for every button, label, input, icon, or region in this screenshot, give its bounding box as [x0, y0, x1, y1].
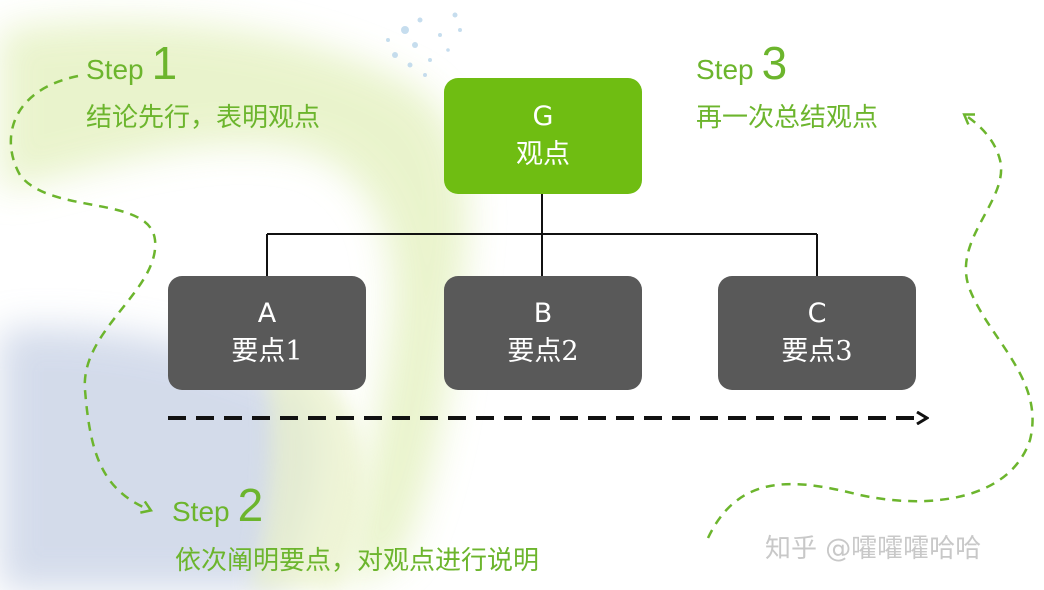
node-g-viewpoint: G 观点 [444, 78, 642, 194]
tree-connector [266, 194, 818, 276]
node-b-point: B 要点2 [444, 276, 642, 390]
node-g-label: 观点 [516, 139, 570, 170]
step-3-description: 再一次总结观点 [696, 103, 879, 133]
node-g-letter: G [532, 101, 554, 132]
step-3-word: Step [696, 54, 754, 85]
node-a-letter: A [257, 298, 277, 329]
node-c-point: C 要点3 [718, 276, 916, 390]
node-c-letter: C [807, 298, 827, 329]
watermark: 知乎 @嚯嚯嚯哈哈 [765, 534, 982, 564]
flow-curve-right [706, 115, 1034, 539]
node-b-label: 要点2 [507, 336, 579, 367]
step-2-number: 2 [237, 479, 264, 531]
step-1-number: 1 [151, 37, 178, 89]
step-2-description: 依次阐明要点，对观点进行说明 [175, 546, 540, 576]
step-1-description: 结论先行，表明观点 [86, 103, 321, 133]
node-b-letter: B [533, 298, 553, 329]
node-a-label: 要点1 [231, 336, 303, 367]
flow-curve-left [9, 74, 157, 510]
node-c-label: 要点3 [781, 336, 853, 367]
step-2-word: Step [172, 496, 230, 527]
step-3-number: 3 [761, 37, 788, 89]
step-1-word: Step [86, 54, 144, 85]
node-a-point: A 要点1 [168, 276, 366, 390]
